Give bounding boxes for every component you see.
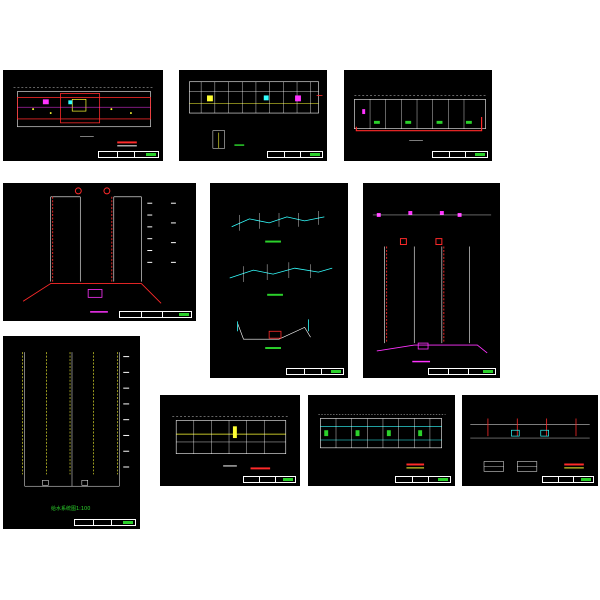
drawing-sheet-4[interactable] <box>2 182 197 322</box>
drawing-sheet-8[interactable] <box>159 394 301 487</box>
title-block <box>286 368 344 375</box>
title-block <box>74 519 136 526</box>
title-block <box>427 368 496 375</box>
drawing-sheet-10[interactable] <box>461 394 599 487</box>
drawing-sheet-5[interactable] <box>209 182 349 379</box>
sheet-10-drawing <box>470 418 590 472</box>
title-block <box>118 311 192 318</box>
drawing-sheet-7[interactable]: 给水系统图1:100 <box>2 335 141 530</box>
sheet-9-drawing <box>318 414 446 469</box>
sheet-1-drawing <box>13 87 155 147</box>
drawing-sheet-3[interactable] <box>343 69 493 162</box>
title-block <box>266 151 323 158</box>
drawing-sheet-9[interactable] <box>307 394 456 487</box>
system-diagram-caption: 给水系统图1:100 <box>51 506 91 512</box>
sheet-3-drawing <box>354 95 486 141</box>
drawing-sheet-2[interactable] <box>178 69 328 162</box>
drawing-sheet-1[interactable] <box>2 69 164 162</box>
drawing-sheet-6[interactable] <box>362 182 501 379</box>
sheet-7-drawing <box>22 352 130 487</box>
sheet-6-drawing <box>372 211 492 363</box>
sheet-2-drawing <box>189 81 323 149</box>
sheet-4-drawing <box>22 187 176 313</box>
title-block <box>542 476 594 483</box>
title-block <box>395 476 451 483</box>
title-block <box>98 151 159 158</box>
title-block <box>242 476 296 483</box>
sheet-5-drawing <box>229 211 333 350</box>
title-block <box>431 151 488 158</box>
sheet-8-drawing <box>172 416 290 470</box>
